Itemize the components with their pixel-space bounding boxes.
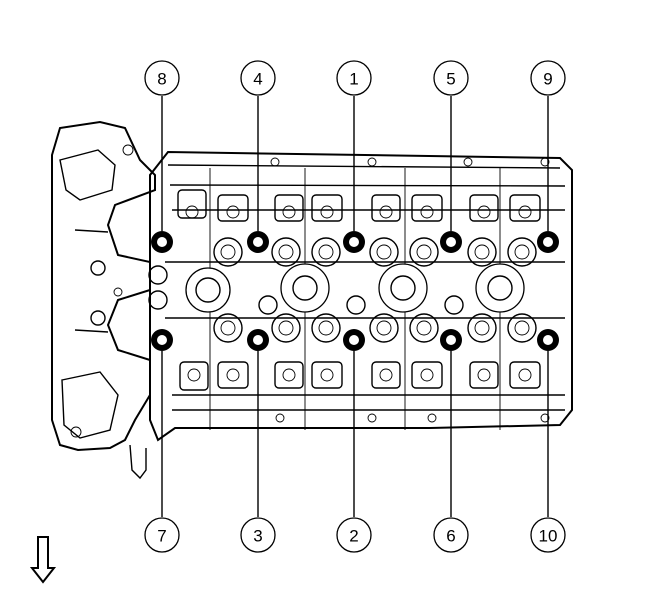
- upper-valve-train: [177, 157, 550, 222]
- callout-1: 1: [336, 60, 372, 96]
- callout-10: 10: [530, 517, 566, 553]
- head-bolt-3: [247, 329, 269, 351]
- callout-label-4: 4: [253, 70, 262, 89]
- callouts-top: 8 4 1 5 9: [144, 60, 566, 96]
- valve-springs: [213, 237, 537, 343]
- callout-3: 3: [240, 517, 276, 553]
- spark-plug-wells: [148, 263, 525, 315]
- callout-label-8: 8: [157, 70, 166, 89]
- callout-label-9: 9: [543, 70, 552, 89]
- callout-6: 6: [433, 517, 469, 553]
- head-bolt-6: [440, 329, 462, 351]
- callout-label-7: 7: [157, 527, 166, 546]
- callout-label-1: 1: [349, 70, 358, 89]
- callout-label-5: 5: [446, 70, 455, 89]
- head-bolts-top-row: [151, 231, 559, 253]
- head-bolt-9: [537, 231, 559, 253]
- callout-4: 4: [240, 60, 276, 96]
- lower-valve-train: [129, 361, 550, 480]
- callout-label-10: 10: [539, 527, 558, 546]
- callout-label-3: 3: [253, 527, 262, 546]
- head-bolt-4: [247, 231, 269, 253]
- head-bolt-8: [151, 231, 173, 253]
- head-bolt-1: [343, 231, 365, 253]
- callout-label-2: 2: [349, 527, 358, 546]
- cylinder-head-outline: [51, 120, 573, 452]
- head-bolt-10: [537, 329, 559, 351]
- down-arrow-icon: [29, 536, 57, 584]
- callout-2: 2: [336, 517, 372, 553]
- leader-lines: [161, 96, 549, 517]
- callout-7: 7: [144, 517, 180, 553]
- callout-9: 9: [530, 60, 566, 96]
- head-bolt-5: [440, 231, 462, 253]
- head-bolt-2: [343, 329, 365, 351]
- callouts-bottom: 7 3 2 6 10: [144, 517, 566, 553]
- callout-5: 5: [433, 60, 469, 96]
- callout-8: 8: [144, 60, 180, 96]
- callout-label-6: 6: [446, 527, 455, 546]
- head-bolts-bottom-row: [151, 329, 559, 351]
- head-bolt-7: [151, 329, 173, 351]
